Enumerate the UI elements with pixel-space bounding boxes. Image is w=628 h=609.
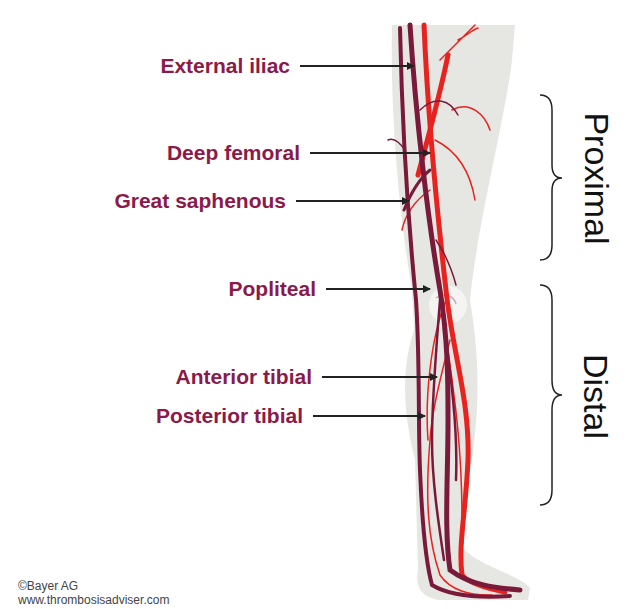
vessel-label: Deep femoral	[167, 141, 300, 165]
credit-text: ©Bayer AG	[18, 579, 78, 593]
vessel-label: Anterior tibial	[175, 365, 312, 389]
vessel-label: Popliteal	[228, 277, 316, 301]
femoral-vein	[410, 25, 520, 590]
credit-text: www.thrombosisadviser.com	[18, 593, 169, 607]
vessel-label: Great saphenous	[114, 189, 286, 213]
leader-arrow	[296, 200, 409, 202]
tibial-veins	[432, 300, 456, 560]
deep-femoral-vein	[404, 170, 430, 210]
leader-arrow	[322, 376, 437, 378]
vein-branch	[388, 101, 458, 285]
leader-arrow	[310, 152, 430, 154]
distal-brace	[540, 285, 562, 505]
leader-arrow	[300, 65, 414, 67]
leader-arrow	[313, 415, 425, 417]
region-label: Distal	[577, 353, 616, 438]
great-saphenous-vein	[400, 28, 510, 597]
leader-arrow	[326, 288, 430, 290]
proximal-brace	[540, 95, 562, 260]
leg-silhouette	[392, 25, 530, 600]
vessel-label: Posterior tibial	[156, 404, 303, 428]
vessel-label: External iliac	[160, 54, 290, 78]
region-label: Proximal	[577, 112, 616, 244]
